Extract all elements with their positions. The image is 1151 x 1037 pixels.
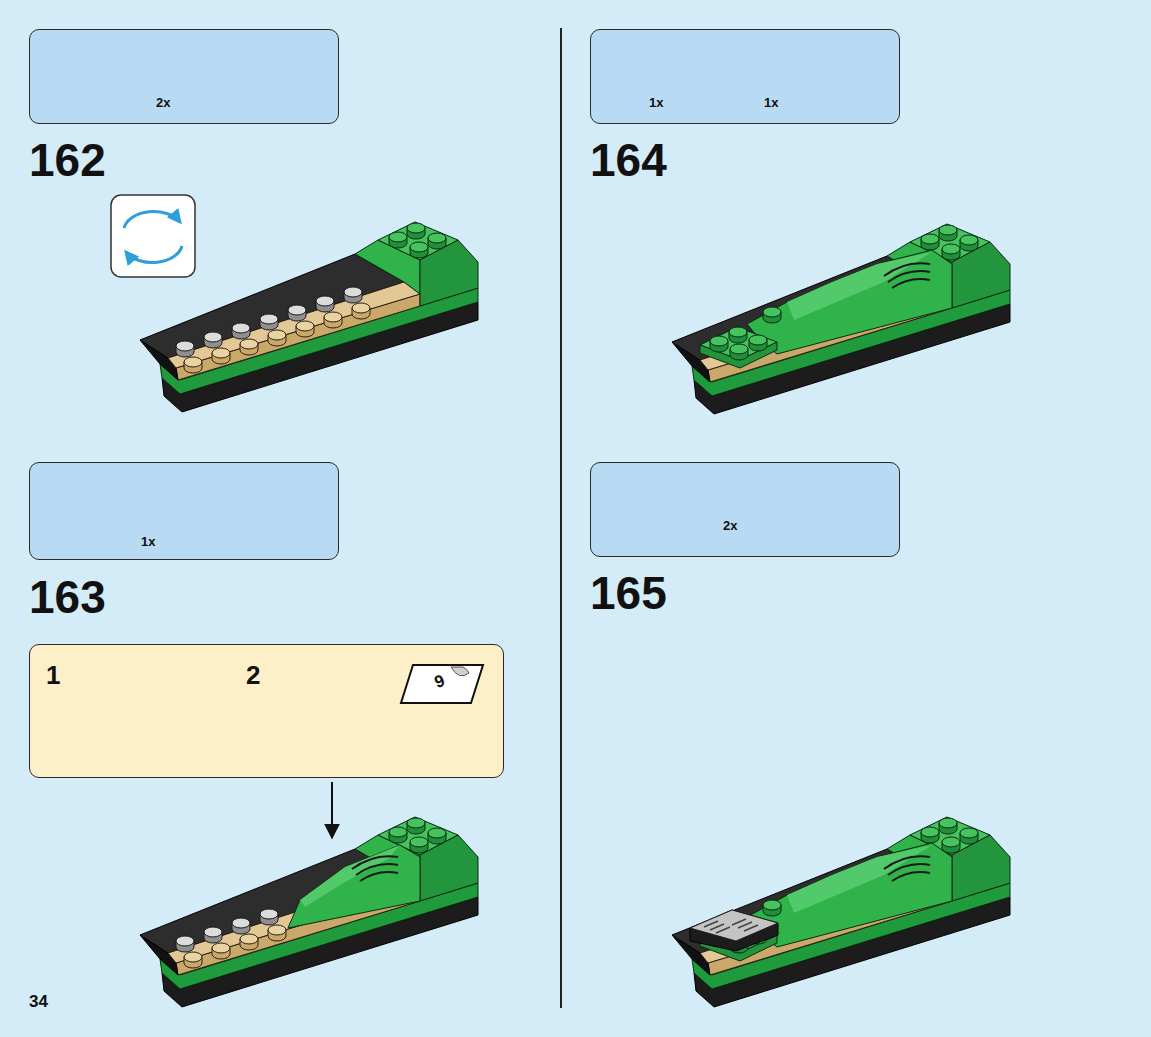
step-number: 162 — [29, 137, 106, 183]
model-step-163 — [176, 936, 194, 952]
model-step-164 — [672, 224, 1010, 414]
model-step-163 — [240, 934, 258, 950]
placement-arrow — [331, 782, 333, 838]
model-step-162 — [268, 330, 286, 346]
model-step-164 — [672, 224, 1010, 414]
model-step-163 — [300, 845, 400, 907]
part-quantity: 1x — [649, 96, 663, 110]
step-number: 165 — [590, 570, 667, 616]
rotate-icon — [111, 195, 195, 277]
model-step-162 — [184, 357, 202, 373]
sticker-box: 9 — [399, 663, 485, 705]
model-step-162 — [296, 321, 314, 337]
parts-callout-box: 2x — [590, 462, 900, 557]
model-step-162 — [204, 332, 222, 348]
rotate-icon — [124, 211, 180, 228]
rotate-icon — [111, 195, 195, 277]
model-step-162 — [240, 339, 258, 355]
sticker-outline — [401, 665, 483, 703]
model-step-162 — [232, 323, 250, 339]
model-step-165 — [690, 910, 778, 941]
model-step-162 — [260, 314, 278, 330]
parts-callout-box: 2x — [29, 29, 339, 124]
parts-callout-box: 1x 1x — [590, 29, 900, 124]
model-step-162 — [324, 312, 342, 328]
model-step-163 — [140, 817, 478, 1007]
model-step-162 — [176, 341, 194, 357]
part-quantity: 2x — [156, 96, 170, 110]
model-step-163 — [184, 952, 202, 968]
step-number: 164 — [590, 137, 667, 183]
model-step-165 — [672, 817, 1010, 1007]
page-number: 34 — [29, 993, 48, 1010]
model-step-162 — [344, 287, 362, 303]
sticker-peel — [451, 667, 469, 676]
model-step-165 — [690, 910, 778, 951]
model-step-163 — [204, 927, 222, 943]
part-quantity: 1x — [764, 96, 778, 110]
model-step-165 — [672, 817, 1010, 1007]
substep-number: 1 — [46, 661, 60, 690]
model-step-165 — [704, 919, 758, 933]
rotate-icon — [126, 246, 182, 263]
part-quantity: 1x — [141, 535, 155, 549]
model-step-163 — [260, 909, 278, 925]
model-step-162 — [140, 222, 478, 412]
model-step-162 — [352, 303, 370, 319]
model-step-163 — [352, 856, 398, 881]
step-number: 163 — [29, 574, 106, 620]
model-step-162 — [212, 348, 230, 364]
parts-callout-box: 1x — [29, 462, 339, 560]
model-step-163 — [232, 918, 250, 934]
column-divider — [560, 28, 562, 1008]
model-step-162 — [288, 305, 306, 321]
substep-number: 2 — [246, 661, 260, 690]
part-quantity: 2x — [723, 519, 737, 533]
model-step-163 — [268, 925, 286, 941]
model-step-163 — [212, 943, 230, 959]
model-step-162 — [316, 296, 334, 312]
model-step-162 — [140, 222, 478, 412]
model-step-163 — [140, 817, 478, 1007]
model-step-163 — [288, 845, 420, 928]
substep-panel: 9 1 2 — [29, 644, 504, 778]
